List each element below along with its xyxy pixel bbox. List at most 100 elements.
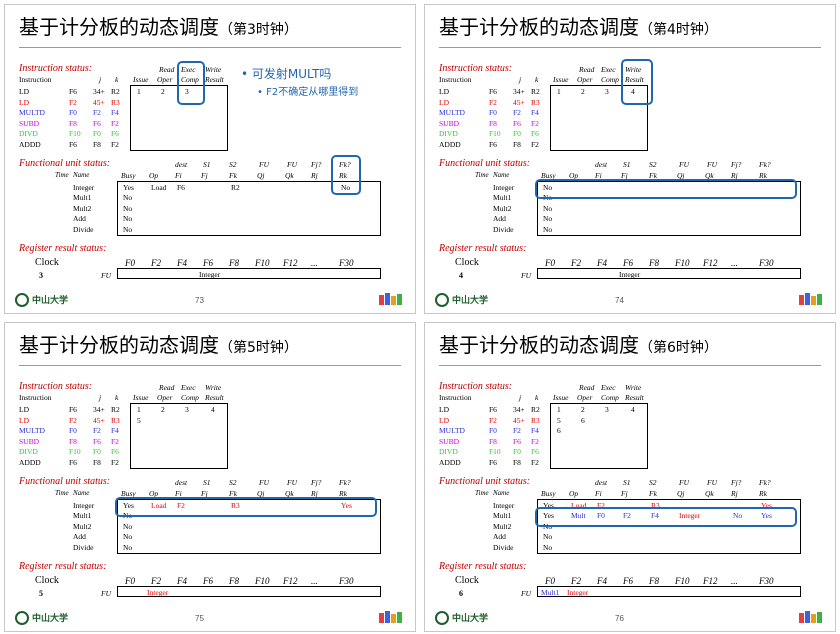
reg-header: F2: [151, 576, 161, 586]
instr-dest: F0: [489, 426, 497, 436]
instruction-status-box: [130, 85, 228, 151]
instr-k: F2: [111, 118, 119, 128]
fu-col-header: FU: [679, 160, 689, 169]
fu-row-label: FU: [521, 589, 531, 598]
col-oper: Oper: [157, 75, 173, 84]
fu-col-header: FU: [679, 478, 689, 487]
instr-op: LD: [19, 97, 29, 107]
instr-j: 34+: [513, 405, 525, 414]
fu-col-fi: Fi: [175, 171, 182, 180]
logo-text: 中山大学: [32, 295, 69, 306]
col-result: Result: [625, 75, 644, 84]
instr-op: MULTD: [19, 426, 45, 436]
instr-j: F2: [93, 108, 101, 118]
note-secondary: • F2不确定从哪里得到: [257, 87, 359, 98]
fu-col-op: Op: [569, 489, 579, 498]
fu-unit-name: Add: [493, 214, 506, 224]
instr-op: ADDD: [19, 140, 41, 149]
col-write: Write: [205, 383, 222, 392]
instr-k: F4: [111, 426, 119, 436]
reg-header: F0: [545, 576, 555, 586]
fu-col-name: Name: [493, 489, 510, 497]
col-exec: Exec: [181, 65, 196, 74]
instr-j: 45+: [513, 97, 525, 107]
reg-header: ...: [311, 258, 318, 268]
instr-dest: F0: [69, 108, 77, 118]
reg-header: F30: [339, 576, 354, 586]
instr-j: F8: [93, 140, 101, 149]
fu-col-fi: Fi: [595, 171, 602, 180]
fu-col-header: S2: [229, 160, 237, 169]
fu-col-op: Op: [569, 171, 579, 180]
instr-op: LD: [439, 97, 449, 107]
slide-title: 基于计分板的动态调度（第4时钟）: [425, 11, 835, 40]
reg-header: F0: [545, 258, 555, 268]
seal-icon: [435, 611, 449, 625]
col-write: Write: [625, 383, 642, 392]
clock-label: Clock: [455, 575, 479, 586]
col-issue: Issue: [553, 75, 569, 84]
fu-cell: Yes: [761, 511, 772, 521]
instr-dest: F10: [69, 447, 81, 457]
fu-col-op: Op: [149, 171, 159, 180]
instr-j: F8: [93, 458, 101, 467]
fu-unit-name: Divide: [73, 542, 94, 552]
fu-cell: F2: [597, 501, 605, 510]
page-number: 73: [195, 296, 204, 305]
instr-dest: F10: [489, 129, 501, 139]
reg-header: F12: [703, 576, 718, 586]
seal-icon: [15, 293, 29, 307]
reg-header: F0: [125, 576, 135, 586]
clock-label: Clock: [35, 575, 59, 586]
register-status-heading: Register result status:: [19, 243, 107, 254]
reg-header: F4: [597, 576, 607, 586]
fu-row-label: FU: [101, 271, 111, 280]
reg-header: F10: [675, 576, 690, 586]
col-instruction: Instruction: [19, 393, 52, 402]
fu-col-fk: Fk: [229, 171, 237, 180]
seal-icon: [435, 293, 449, 307]
fu-col-header: S2: [649, 478, 657, 487]
university-logo: 中山大学: [435, 611, 488, 625]
instr-dest: F2: [69, 97, 77, 107]
instr-k: F2: [531, 118, 539, 128]
fu-col-rj: Rj: [731, 489, 738, 498]
instr-op: LD: [19, 415, 29, 425]
col-comp: Comp: [601, 393, 619, 402]
col-instruction: Instruction: [439, 75, 472, 84]
fu-col-header: Fj?: [731, 478, 742, 487]
reg-fu-cell: Mult1: [541, 588, 560, 597]
fu-unit-name: Mult1: [493, 193, 512, 203]
reg-header: F2: [571, 258, 581, 268]
instr-k: R3: [531, 97, 540, 107]
instr-dest: F10: [69, 129, 81, 139]
instr-op: MULTD: [439, 108, 465, 118]
fu-col-rj: Rj: [311, 171, 318, 180]
highlight-exec-column: [177, 61, 205, 105]
fu-unit-name: Add: [493, 532, 506, 542]
col-oper: Oper: [577, 393, 593, 402]
fu-col-name: Name: [73, 171, 90, 179]
fu-unit-name: Mult1: [493, 511, 512, 521]
instr-j: F8: [513, 140, 521, 149]
instr-dest: F6: [69, 458, 77, 467]
fu-cell: F6: [177, 183, 185, 192]
instr-stage-cell: 2: [161, 87, 165, 96]
reg-header: F30: [759, 258, 774, 268]
fu-unit-name: Integer: [73, 183, 95, 192]
instr-dest: F8: [489, 436, 497, 446]
instr-op: ADDD: [19, 458, 41, 467]
fu-col-op: Op: [149, 489, 159, 498]
fu-cell: R3: [651, 501, 660, 510]
fu-cell: No: [543, 183, 553, 192]
instr-k: F2: [111, 140, 119, 149]
instr-j: F8: [513, 458, 521, 467]
fu-col-header: dest: [595, 478, 608, 487]
page-number: 76: [615, 614, 624, 623]
fu-cell: Integer: [679, 511, 701, 521]
page-number: 74: [615, 296, 624, 305]
instr-j: F6: [513, 436, 521, 446]
fu-col-header: Fj?: [731, 160, 742, 169]
register-status-box: [537, 586, 801, 597]
register-status-box: [537, 268, 801, 279]
